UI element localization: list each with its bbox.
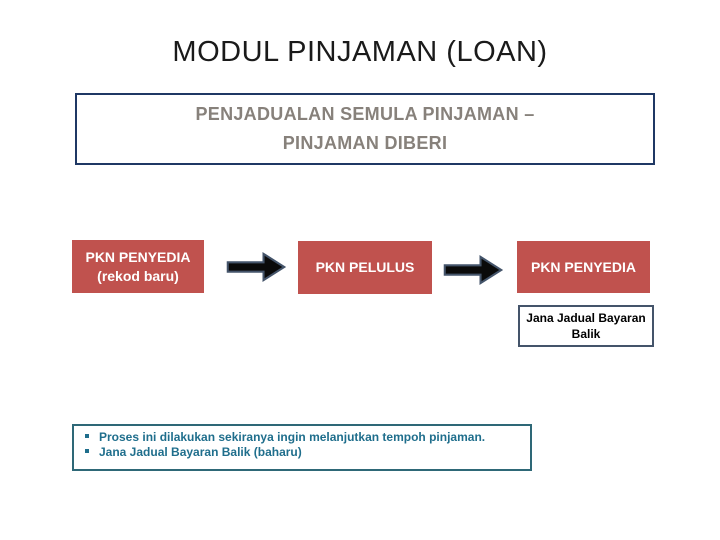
- flow-box-pkn-penyedia: PKN PENYEDIA: [517, 241, 650, 293]
- slide-title: MODUL PINJAMAN (LOAN): [172, 36, 548, 68]
- flow-box-pkn-penyedia-rekod-baru: PKN PENYEDIA (rekod baru): [72, 240, 204, 293]
- note-item: Proses ini dilakukan sekiranya ingin mel…: [74, 430, 530, 445]
- subtitle-line-1: PENJADUALAN SEMULA PINJAMAN –: [195, 104, 535, 124]
- square-bullet-icon: [85, 434, 89, 438]
- note-item: Jana Jadual Bayaran Balik (baharu): [74, 445, 530, 460]
- note-text: Jana Jadual Bayaran Balik (baharu): [99, 445, 302, 459]
- flow-box-label: PKN PELULUS: [315, 259, 415, 275]
- right-arrow-icon: [443, 254, 504, 286]
- flow-box-sublabel: (rekod baru): [97, 267, 179, 284]
- subtitle-box: PENJADUALAN SEMULA PINJAMAN – PINJAMAN D…: [75, 93, 655, 165]
- flow-box-label: PKN PENYEDIA: [530, 258, 637, 275]
- note-text: Proses ini dilakukan sekiranya ingin mel…: [99, 430, 486, 444]
- flow-box-label: PKN PENYEDIA: [85, 248, 191, 265]
- subtitle-line-2: PINJAMAN DIBERI: [282, 133, 448, 153]
- right-arrow-icon: [226, 251, 287, 283]
- flow-box-pkn-pelulus: PKN PELULUS: [298, 241, 432, 294]
- square-bullet-icon: [85, 449, 89, 453]
- notes-box: Proses ini dilakukan sekiranya ingin mel…: [72, 424, 532, 471]
- jana-jadual-bayaran-balik-box: Jana Jadual Bayaran Balik: [518, 305, 654, 347]
